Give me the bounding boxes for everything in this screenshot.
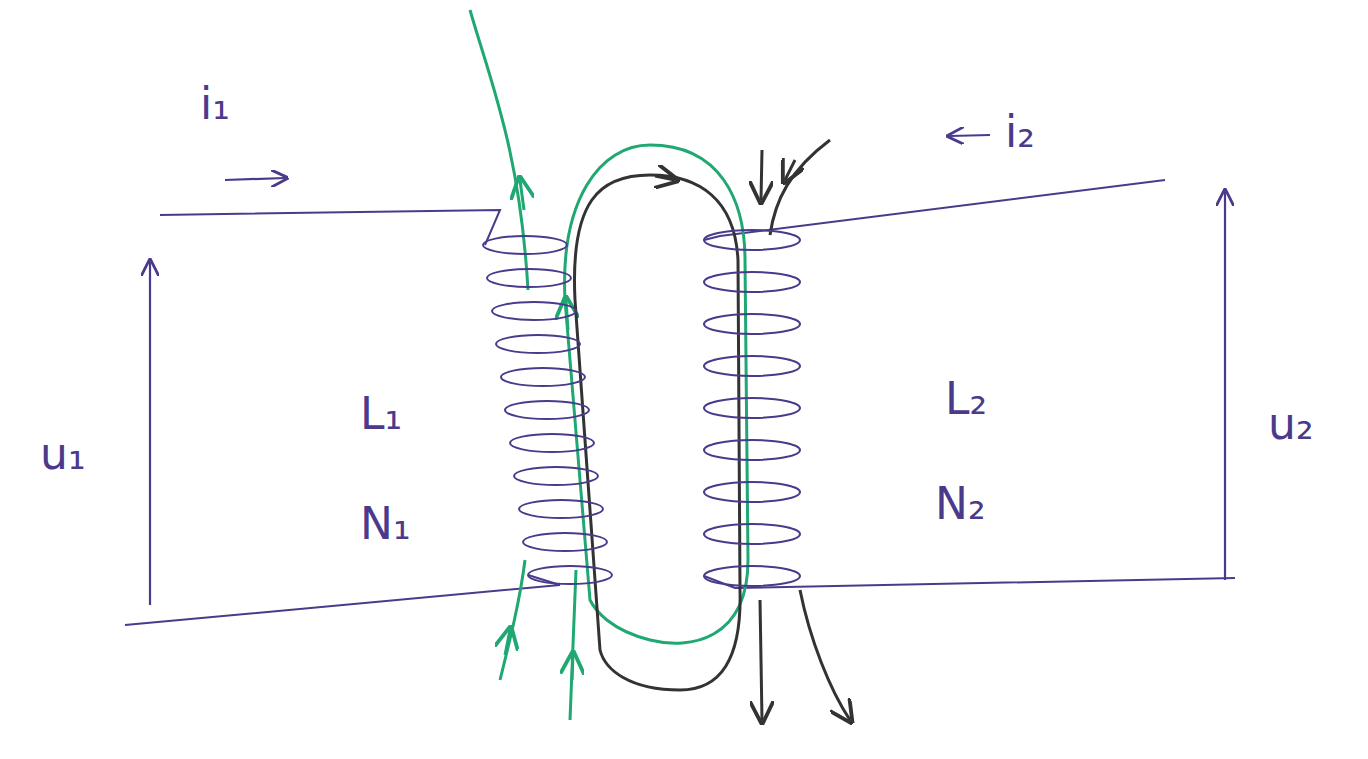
wire <box>125 180 1235 625</box>
turns-label: N₁ <box>360 500 411 548</box>
flux-line <box>574 140 850 720</box>
reference-arrow <box>150 135 1225 605</box>
flux-line <box>470 10 748 720</box>
current-label: i₁ <box>200 80 230 128</box>
voltage-label: u₁ <box>40 430 86 478</box>
inductance-label: L₂ <box>945 375 987 423</box>
inductance-label: L₁ <box>360 390 402 438</box>
voltage-label: u₂ <box>1268 400 1314 448</box>
turns-label: N₂ <box>935 480 986 528</box>
coil-winding <box>483 236 612 584</box>
coil-winding <box>704 230 800 586</box>
current-label: i₂ <box>1005 108 1035 156</box>
